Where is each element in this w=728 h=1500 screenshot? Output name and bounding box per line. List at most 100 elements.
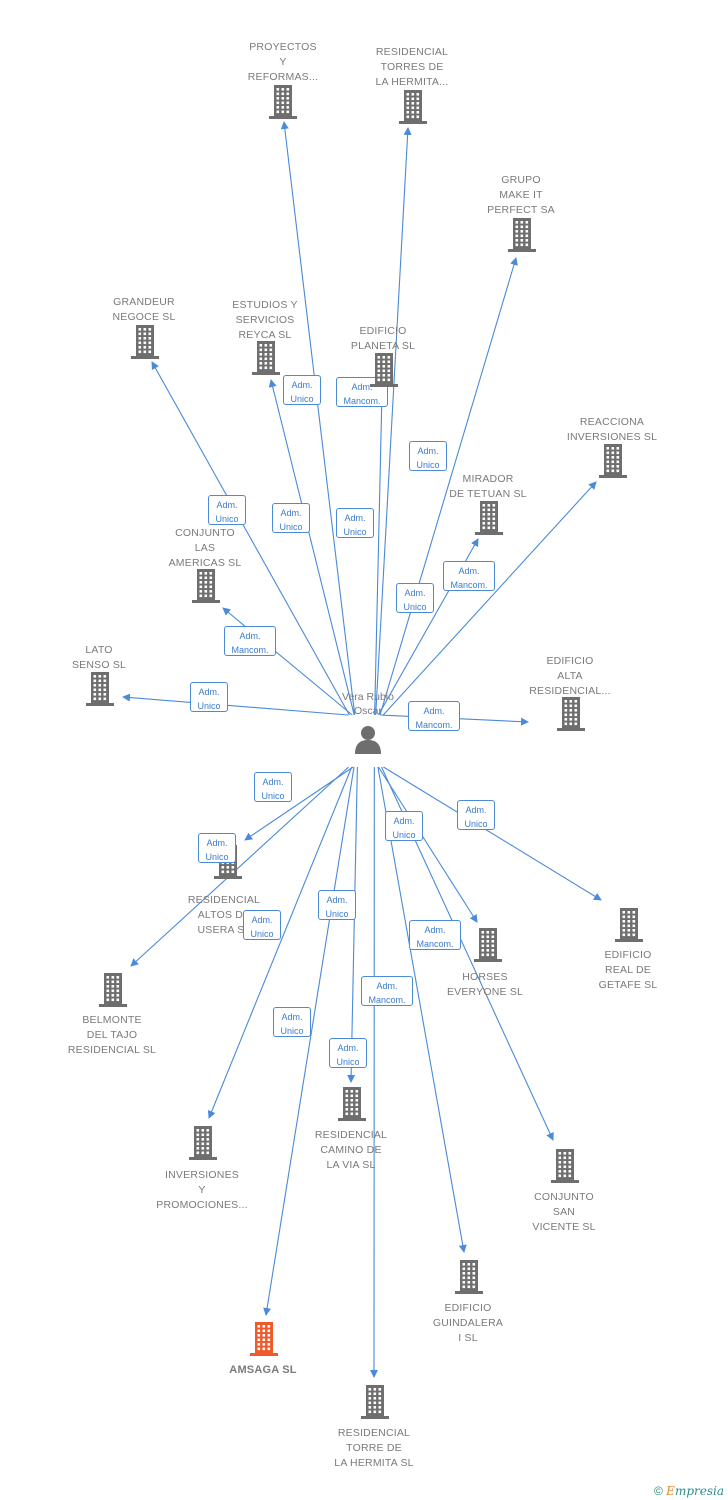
company-node-belmonte[interactable]: BELMONTE DEL TAJO RESIDENCIAL SL <box>42 1013 182 1058</box>
building-icon <box>269 85 297 119</box>
building-icon <box>508 218 536 252</box>
company-icon-res-torre-hermita[interactable] <box>360 1385 390 1424</box>
company-label: AMSAGA SL <box>229 1364 297 1376</box>
role-badge-horses: Adm. Unico <box>385 811 423 841</box>
person-icon <box>355 726 381 754</box>
role-badge-mirador: Adm. Unico <box>396 583 434 613</box>
company-label: RESIDENCIAL TORRES DE LA HERMITA... <box>375 46 449 88</box>
company-icon-conjunto-americas[interactable] <box>191 569 221 608</box>
edge-edificio-guindalera <box>377 766 467 1253</box>
company-icon-res-camino[interactable] <box>337 1087 367 1126</box>
company-node-inversiones[interactable]: INVERSIONES Y PROMOCIONES... <box>132 1168 272 1213</box>
company-icon-estudios[interactable] <box>251 341 281 380</box>
company-node-conjunto-san[interactable]: CONJUNTO SAN VICENTE SL <box>494 1190 634 1235</box>
building-icon <box>551 1149 579 1183</box>
company-label: CONJUNTO LAS AMERICAS SL <box>168 527 242 569</box>
brand-logo-e: E <box>666 1484 675 1498</box>
building-icon <box>192 569 220 603</box>
company-node-horses[interactable]: HORSES EVERYONE SL <box>415 970 555 1000</box>
company-node-res-altos-usera[interactable]: RESIDENCIAL ALTOS DE USERA SL <box>154 893 294 938</box>
company-icon-res-torres[interactable] <box>398 90 428 129</box>
company-icon-conjunto-san[interactable] <box>550 1149 580 1188</box>
copyright: © Empresia <box>654 1484 724 1498</box>
company-node-grupo-make[interactable]: GRUPO MAKE IT PERFECT SA <box>451 173 591 218</box>
company-node-estudios[interactable]: ESTUDIOS Y SERVICIOS REYCA SL <box>195 298 335 343</box>
company-node-edificio-alta[interactable]: EDIFICIO ALTA RESIDENCIAL... <box>500 654 640 699</box>
company-label: PROYECTOS Y REFORMAS... <box>247 41 319 83</box>
edge-belmonte <box>130 766 349 967</box>
company-node-amsaga[interactable]: AMSAGA SL <box>193 1363 333 1378</box>
building-icon <box>361 1385 389 1419</box>
role-badge-edificio-real: Adm. Unico <box>457 800 495 830</box>
company-node-proyectos[interactable]: PROYECTOS Y REFORMAS... <box>213 40 353 85</box>
role-badge-grandeur: Adm. Unico <box>208 495 246 525</box>
company-node-res-torres[interactable]: RESIDENCIAL TORRES DE LA HERMITA... <box>342 45 482 90</box>
company-label: INVERSIONES Y PROMOCIONES... <box>156 1169 248 1211</box>
role-badge-res-camino: Adm. Unico <box>318 890 356 920</box>
company-node-reacciona[interactable]: REACCIONA INVERSIONES SL <box>542 415 682 445</box>
company-label: EDIFICIO PLANETA SL <box>350 325 416 352</box>
company-icon-inversiones[interactable] <box>188 1126 218 1165</box>
role-badge-conjunto-americas: Adm. Mancom. <box>224 626 276 656</box>
company-label: LATO SENSO SL <box>71 644 127 671</box>
edge-res-camino <box>347 766 358 1083</box>
edge-res-torres <box>375 127 412 716</box>
company-node-res-torre-hermita[interactable]: RESIDENCIAL TORRE DE LA HERMITA SL <box>304 1426 444 1471</box>
copyright-symbol: © <box>653 1484 663 1498</box>
company-icon-grandeur[interactable] <box>130 325 160 364</box>
company-node-grandeur[interactable]: GRANDEUR NEGOCE SL <box>74 295 214 325</box>
company-icon-reacciona[interactable] <box>598 444 628 483</box>
role-badge-estudios: Adm. Unico <box>272 503 310 533</box>
company-node-mirador[interactable]: MIRADOR DE TETUAN SL <box>418 472 558 502</box>
company-icon-horses[interactable] <box>473 928 503 967</box>
company-label: RESIDENCIAL ALTOS DE USERA SL <box>187 894 261 936</box>
company-label: EDIFICIO REAL DE GETAFE SL <box>598 949 658 991</box>
building-icon <box>131 325 159 359</box>
company-node-conjunto-americas[interactable]: CONJUNTO LAS AMERICAS SL <box>135 526 275 571</box>
building-icon <box>615 908 643 942</box>
role-badge-res-torre-hermita: Adm. Unico <box>329 1038 367 1068</box>
role-badge-inversiones: Adm. Unico <box>243 910 281 940</box>
edge-amsaga <box>263 766 355 1316</box>
edge-estudios <box>268 379 355 716</box>
company-label: EDIFICIO GUINDALERA I SL <box>432 1302 504 1344</box>
role-badge-belmonte: Adm. Unico <box>198 833 236 863</box>
company-label: GRUPO MAKE IT PERFECT SA <box>487 174 555 216</box>
company-icon-belmonte[interactable] <box>98 973 128 1012</box>
company-node-edificio-planeta[interactable]: EDIFICIO PLANETA SL <box>313 324 453 354</box>
company-icon-edificio-real[interactable] <box>614 908 644 947</box>
edge-proyectos <box>280 121 356 716</box>
company-icon-mirador[interactable] <box>474 501 504 540</box>
role-badge-proyectos: Adm. Unico <box>283 375 321 405</box>
building-icon <box>252 341 280 375</box>
building-icon <box>99 973 127 1007</box>
center-person-name: Vera Rubio Oscar <box>342 691 394 717</box>
company-icon-proyectos[interactable] <box>268 85 298 124</box>
company-label: MIRADOR DE TETUAN SL <box>449 473 527 500</box>
brand-logo-rest: mpresia <box>674 1484 724 1498</box>
company-icon-lato-senso[interactable] <box>85 672 115 711</box>
edge-horses <box>377 766 478 923</box>
center-person[interactable]: Vera Rubio Oscar <box>328 690 408 754</box>
role-badge-grupo-make: Adm. Unico <box>409 441 447 471</box>
company-label: ESTUDIOS Y SERVICIOS REYCA SL <box>232 299 298 341</box>
building-icon <box>599 444 627 478</box>
company-node-res-camino[interactable]: RESIDENCIAL CAMINO DE LA VIA SL <box>281 1128 421 1173</box>
building-icon <box>250 1322 278 1356</box>
company-node-edificio-real[interactable]: EDIFICIO REAL DE GETAFE SL <box>558 948 698 993</box>
company-icon-edificio-guindalera[interactable] <box>454 1260 484 1299</box>
company-icon-edificio-planeta[interactable] <box>369 353 399 392</box>
company-node-edificio-guindalera[interactable]: EDIFICIO GUINDALERA I SL <box>398 1301 538 1346</box>
company-icon-grupo-make[interactable] <box>507 218 537 257</box>
company-icon-edificio-alta[interactable] <box>556 697 586 736</box>
company-label: BELMONTE DEL TAJO RESIDENCIAL SL <box>67 1014 157 1056</box>
brand-logo: Empresia <box>666 1484 724 1498</box>
company-node-lato-senso[interactable]: LATO SENSO SL <box>29 643 169 673</box>
company-icon-amsaga[interactable] <box>249 1322 279 1361</box>
building-icon <box>399 90 427 124</box>
edge-edificio-real <box>383 766 602 901</box>
company-label: HORSES EVERYONE SL <box>446 971 524 998</box>
building-icon <box>475 501 503 535</box>
building-icon <box>455 1260 483 1294</box>
company-label: EDIFICIO ALTA RESIDENCIAL... <box>529 655 611 697</box>
